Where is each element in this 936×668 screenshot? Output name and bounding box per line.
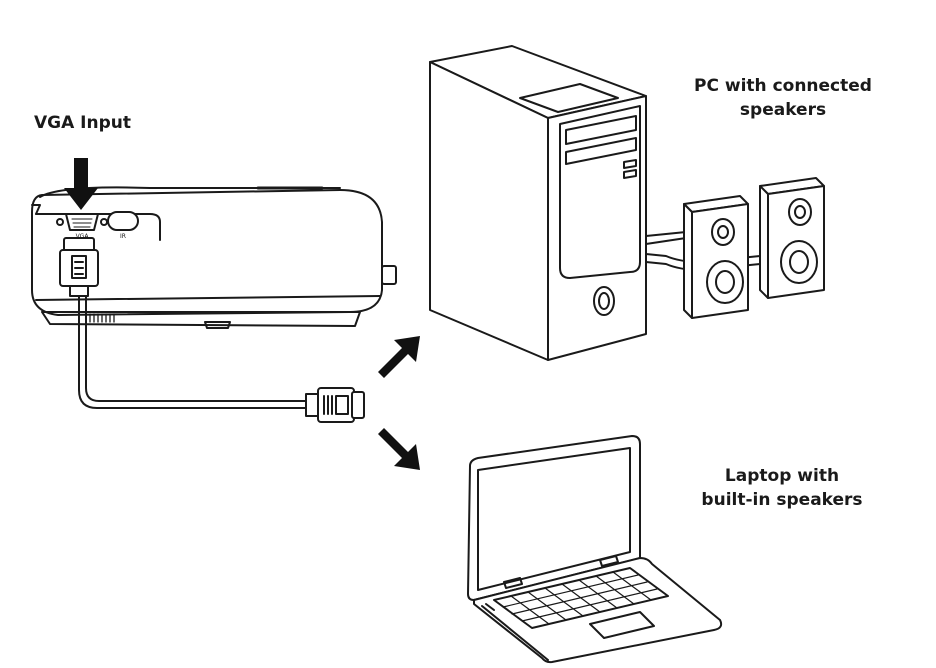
pc-label-line2: speakers <box>739 100 827 120</box>
laptop-base-edge <box>482 606 548 660</box>
projector-front-panel <box>36 214 160 240</box>
laptop-lid <box>468 436 640 600</box>
projector-base <box>42 312 360 326</box>
laptop-label-line2: built-in speakers <box>701 490 863 510</box>
laptop-label: Laptop with built-in speakers <box>694 464 870 512</box>
pc-label-line1: PC with connected <box>694 76 872 96</box>
vga-input-label: VGA Input <box>34 111 131 135</box>
vga-port <box>66 214 98 230</box>
speaker-left <box>684 196 748 318</box>
vga-cable-outer <box>79 296 310 408</box>
speaker-right-side <box>760 186 768 298</box>
vga-screw-right <box>101 219 107 225</box>
laptop <box>468 436 721 662</box>
laptop-label-line1: Laptop with <box>724 466 840 486</box>
vga-end-latch <box>336 396 348 414</box>
projector <box>32 187 396 328</box>
pc-power-button <box>594 287 614 315</box>
down-arrow-icon <box>64 158 98 210</box>
pc-power-button-inner <box>599 293 609 309</box>
pc-label: PC with connected speakers <box>690 74 876 122</box>
projector-side-knob <box>382 266 396 284</box>
speaker-right <box>760 178 824 298</box>
vga-plug-projector <box>60 238 98 296</box>
vga-port-label: VGA <box>76 233 90 240</box>
vga-end-head <box>352 392 364 418</box>
ir-sensor <box>108 212 138 230</box>
speaker-cable-2 <box>646 238 686 244</box>
pc-drive-bay-2 <box>566 138 636 164</box>
vga-cable-inner <box>86 296 310 401</box>
speaker-right-woofer <box>781 241 817 283</box>
laptop-keys <box>503 572 657 624</box>
speaker-cable-1 <box>646 232 686 236</box>
laptop-hinge-right <box>600 556 618 566</box>
laptop-side-ports <box>486 604 494 610</box>
ir-port-label: IR <box>120 233 126 240</box>
pc-tower <box>430 46 646 360</box>
laptop-touchpad <box>590 612 654 638</box>
speaker-right-tweeter <box>789 199 811 225</box>
speaker-left-woofer <box>707 261 743 303</box>
speaker-left-side <box>684 204 692 318</box>
laptop-keyboard <box>494 568 668 628</box>
vga-screw-left <box>57 219 63 225</box>
pc-drive-bay-1 <box>566 116 636 144</box>
projector-inner-line <box>36 296 380 300</box>
pc-top-vent <box>520 84 618 112</box>
arrow-to-laptop-icon <box>378 428 420 470</box>
vga-plug-cable-end <box>306 388 364 422</box>
pc-button-2 <box>624 170 636 178</box>
speaker-left-tweeter <box>712 219 734 245</box>
laptop-screen <box>478 448 630 590</box>
pc-button-1 <box>624 160 636 168</box>
projector-foot <box>205 322 230 328</box>
projector-corner-tab <box>32 205 40 214</box>
arrow-to-pc-icon <box>378 336 420 378</box>
pc-front <box>548 96 646 360</box>
pc-front-panel <box>560 106 640 278</box>
vga-port-pins <box>72 219 92 227</box>
laptop-hinge-left <box>504 578 522 588</box>
vga-input-text: VGA Input <box>34 113 132 133</box>
vga-plug-boot <box>70 286 88 296</box>
